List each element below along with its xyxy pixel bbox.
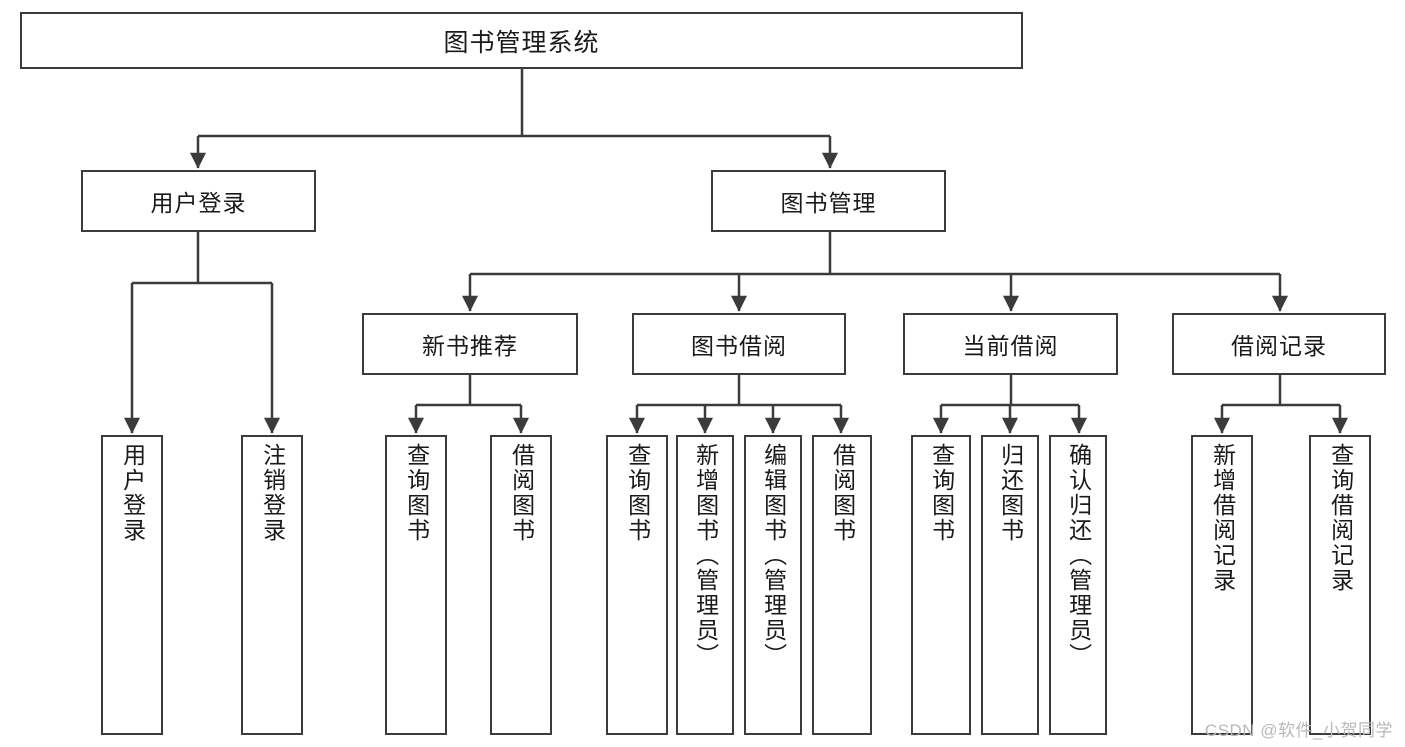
node-label: 借阅图书 [508, 443, 535, 543]
leaf-new-book-borrow[interactable]: 借阅图书 [490, 435, 552, 735]
node-label: 借阅图书 [829, 443, 856, 543]
node-book-management[interactable]: 图书管理 [711, 170, 946, 232]
node-current-borrow[interactable]: 当前借阅 [903, 313, 1118, 375]
node-new-book-recommend[interactable]: 新书推荐 [362, 313, 578, 375]
node-label: 确认归还（管理员） [1065, 443, 1092, 668]
node-label: 查询图书 [928, 443, 955, 543]
leaf-user-login-logout[interactable]: 注销登录 [241, 435, 303, 735]
leaf-borrow-record-add[interactable]: 新增借阅记录 [1191, 435, 1253, 735]
node-label: 当前借阅 [962, 333, 1059, 359]
node-label: 归还图书 [997, 443, 1024, 543]
leaf-book-borrow-edit[interactable]: 编辑图书（管理员） [744, 435, 802, 735]
node-label: 查询图书 [624, 443, 651, 543]
node-root-system[interactable]: 图书管理系统 [20, 12, 1023, 69]
leaf-current-borrow-return[interactable]: 归还图书 [981, 435, 1039, 735]
node-label: 新增借阅记录 [1209, 443, 1236, 593]
leaf-book-borrow-borrow[interactable]: 借阅图书 [812, 435, 872, 735]
node-label: 查询图书 [403, 443, 430, 543]
leaf-borrow-record-query[interactable]: 查询借阅记录 [1309, 435, 1371, 735]
node-label: 用户登录 [119, 443, 146, 543]
node-user-login[interactable]: 用户登录 [81, 170, 316, 232]
watermark-text: CSDN @软件_小贺同学 [1204, 721, 1393, 740]
node-label: 图书管理 [780, 190, 877, 216]
leaf-new-book-query[interactable]: 查询图书 [385, 435, 447, 735]
leaf-current-borrow-confirm-return[interactable]: 确认归还（管理员） [1049, 435, 1107, 735]
node-label: 图书管理系统 [443, 28, 600, 57]
node-label: 用户登录 [150, 190, 247, 216]
node-label: 注销登录 [259, 443, 286, 543]
leaf-book-borrow-query[interactable]: 查询图书 [606, 435, 668, 735]
node-label: 借阅记录 [1231, 333, 1327, 359]
node-label: 图书借阅 [691, 333, 787, 359]
leaf-user-login-login[interactable]: 用户登录 [101, 435, 163, 735]
leaf-book-borrow-add[interactable]: 新增图书（管理员） [676, 435, 734, 735]
node-borrow-record[interactable]: 借阅记录 [1172, 313, 1386, 375]
node-label: 新书推荐 [422, 333, 518, 359]
node-label: 查询借阅记录 [1327, 443, 1354, 593]
node-book-borrow[interactable]: 图书借阅 [632, 313, 846, 375]
node-label: 新增图书（管理员） [692, 443, 719, 668]
node-label: 编辑图书（管理员） [760, 443, 787, 668]
leaf-current-borrow-query[interactable]: 查询图书 [911, 435, 971, 735]
